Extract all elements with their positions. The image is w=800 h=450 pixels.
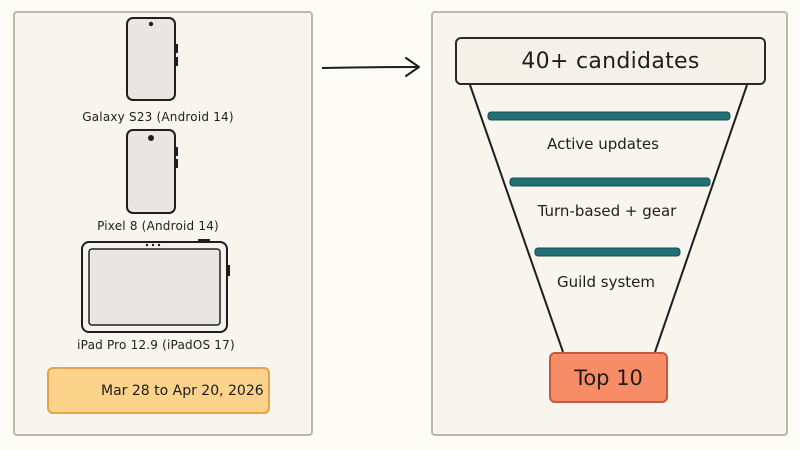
filter-bar-guild-system [534,247,681,257]
test-window-dates: Mar 28 to Apr 20, 2026 [101,383,264,399]
top-10-result-box: Top 10 [549,352,668,403]
device-label-pixel-8: Pixel 8 (Android 14) [97,219,219,233]
stage-label-turn-based-gear: Turn-based + gear [537,202,677,220]
galaxy-s23-phone-icon [126,17,178,101]
test-window-box: Mar 28 to Apr 20, 2026 [47,367,270,414]
device-label-galaxy-s23: Galaxy S23 (Android 14) [82,110,234,124]
ipad-pro-tablet-icon [81,239,230,333]
pixel-8-phone-icon [126,129,178,214]
device-label-ipad-pro: iPad Pro 12.9 (iPadOS 17) [77,338,235,352]
filter-bar-turn-based-gear [509,177,711,187]
filter-bar-active-updates [487,111,731,121]
flow-arrow [321,57,420,77]
stage-label-active-updates: Active updates [547,135,659,153]
candidates-box: 40+ candidates [455,37,766,85]
stage-label-guild-system: Guild system [557,273,655,291]
funnel-outline [469,84,748,353]
